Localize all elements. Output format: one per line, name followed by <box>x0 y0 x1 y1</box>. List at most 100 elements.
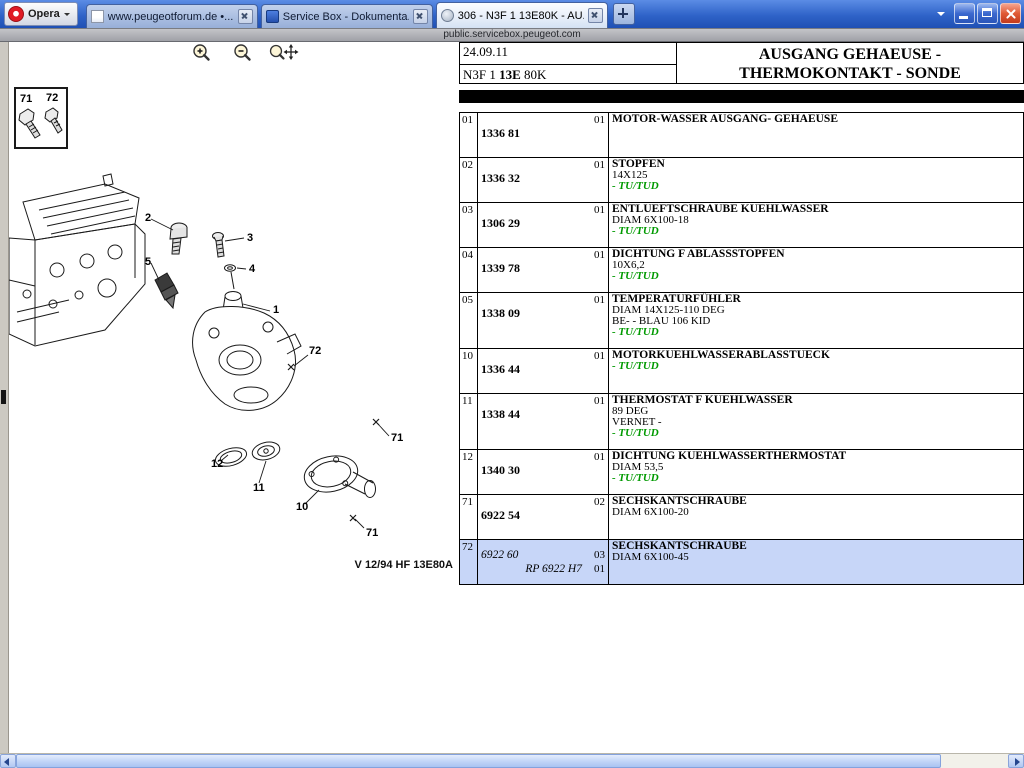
new-tab-button[interactable] <box>613 3 635 25</box>
left-gutter <box>0 42 9 753</box>
desc-line: - TU/TUD <box>612 226 1023 237</box>
opera-menu-button[interactable]: Opera <box>4 2 78 26</box>
desc-line: DIAM 53,5 <box>612 462 1023 473</box>
globe-icon <box>441 9 454 22</box>
part-number: 6922 54 <box>481 508 520 523</box>
part-row[interactable]: 716922 5402SECHSKANTSCHRAUBEDIAM 6X100-2… <box>460 495 1023 540</box>
main-content: 717223451721211107171 V 12/94 HF 13E80A … <box>0 42 1024 753</box>
part-number-cell: 1336 3201 <box>478 158 608 202</box>
opera-menu-label: Opera <box>28 8 60 20</box>
part-10-cover <box>301 451 376 497</box>
part-number-cell: 6922 6003RP 6922 H701 <box>478 540 608 584</box>
legend-bolt-71-icon <box>19 109 40 138</box>
restore-button[interactable] <box>977 3 998 24</box>
diagram-callout: 4 <box>249 263 256 275</box>
desc-line: DICHTUNG F ABLASSSTOPFEN <box>612 249 1023 260</box>
zoom-toolbar <box>187 43 299 63</box>
desc-line: - TU/TUD <box>612 271 1023 282</box>
part-ref: 71 <box>460 495 478 539</box>
part-ref: 02 <box>460 158 478 202</box>
desc-line: MOTORKUEHLWASSERABLASSTUECK <box>612 350 1023 361</box>
tab-strip: www.peugeotforum.de •... Service Box - Do… <box>86 2 611 28</box>
part-number: 1336 44 <box>481 362 520 377</box>
part-row[interactable]: 101336 4401MOTORKUEHLWASSERABLASSTUECK- … <box>460 349 1023 394</box>
part-qty: 03 <box>594 548 605 562</box>
parts-rows: 011336 8101MOTOR-WASSER AUSGANG- GEHAEUS… <box>459 112 1024 585</box>
part-qty: 01 <box>594 114 605 126</box>
part-row[interactable]: 041339 7801DICHTUNG F ABLASSSTOPFEN10X6,… <box>460 248 1023 293</box>
description-cell: TEMPERATURFÜHLERDIAM 14X125-110 DEGBE- -… <box>608 293 1023 348</box>
desc-line: THERMOSTAT F KUEHLWASSER <box>612 395 1023 406</box>
description-cell: MOTORKUEHLWASSERABLASSTUECK- TU/TUD <box>608 349 1023 393</box>
scrollbar-thumb[interactable] <box>16 754 941 768</box>
section-title: AUSGANG GEHAEUSE - THERMOKONTAKT - SONDE <box>677 43 1023 83</box>
desc-line: DIAM 6X100-20 <box>612 507 1023 518</box>
minimize-button[interactable] <box>954 3 975 24</box>
part-11-thermostat <box>250 439 281 462</box>
exploded-diagram[interactable]: 717223451721211107171 <box>9 42 459 753</box>
scroll-left-button[interactable] <box>0 754 16 768</box>
part-number-cell: 1336 4401 <box>478 349 608 393</box>
part-row[interactable]: 031306 2901ENTLUEFTSCHRAUBE KUEHLWASSERD… <box>460 203 1023 248</box>
zoom-in-button[interactable] <box>187 43 217 63</box>
part-row[interactable]: 121340 3001DICHTUNG KUEHLWASSERTHERMOSTA… <box>460 450 1023 495</box>
address-bar[interactable]: public.servicebox.peugeot.com <box>0 28 1024 42</box>
part-number-cell: 1306 2901 <box>478 203 608 247</box>
part-number: 1340 30 <box>481 463 520 478</box>
part-row[interactable]: 021336 3201STOPFEN14X125- TU/TUD <box>460 158 1023 203</box>
desc-line: MOTOR-WASSER AUSGANG- GEHAEUSE <box>612 114 1023 125</box>
browser-tab[interactable]: Service Box - Dokumenta... <box>261 4 433 28</box>
tab-label: Service Box - Dokumenta... <box>283 11 409 23</box>
part-ref: 04 <box>460 248 478 292</box>
engine-block-sketch <box>9 174 145 346</box>
diagram-callout: 72 <box>46 92 58 104</box>
desc-line: - TU/TUD <box>612 327 1023 338</box>
scroll-left-arrow-icon <box>4 758 9 766</box>
scroll-right-button[interactable] <box>1008 754 1024 768</box>
tab-close-icon[interactable] <box>588 8 603 23</box>
desc-line: DIAM 6X100-18 <box>612 215 1023 226</box>
tab-label: www.peugeotforum.de •... <box>108 11 234 23</box>
description-cell: ENTLUEFTSCHRAUBE KUEHLWASSERDIAM 6X100-1… <box>608 203 1023 247</box>
model-suffix: 80K <box>521 67 547 82</box>
horizontal-scrollbar[interactable] <box>0 753 1024 768</box>
parts-header: 24.09.11 N3F 1 13E 80K AUSGANG GEHAEUSE … <box>459 42 1024 84</box>
close-button[interactable] <box>1000 3 1021 24</box>
part-2-bolt <box>170 223 187 254</box>
catalog-date: 24.09.11 <box>460 43 676 65</box>
diagram-callout: 10 <box>296 501 308 513</box>
part-row[interactable]: 111338 4401THERMOSTAT F KUEHLWASSER89 DE… <box>460 394 1023 450</box>
desc-line: 14X125 <box>612 170 1023 181</box>
tab-close-icon[interactable] <box>413 9 428 24</box>
browser-tab[interactable]: www.peugeotforum.de •... <box>86 4 258 28</box>
chevron-down-icon <box>64 13 70 19</box>
zoom-out-button[interactable] <box>228 43 258 63</box>
servicebox-icon <box>266 10 279 23</box>
part-number-cell: 1338 4401 <box>478 394 608 449</box>
browser-titlebar: Opera www.peugeotforum.de •... Service Bo… <box>0 0 1024 28</box>
part-row[interactable]: 051338 0901TEMPERATURFÜHLERDIAM 14X125-1… <box>460 293 1023 349</box>
diagram-caption: V 12/94 HF 13E80A <box>284 559 453 571</box>
part-ref: 05 <box>460 293 478 348</box>
diagram-callout: 12 <box>211 458 223 470</box>
tab-close-icon[interactable] <box>238 9 253 24</box>
legend-bolt-72-icon <box>45 108 62 133</box>
parts-table-pane: 24.09.11 N3F 1 13E 80K AUSGANG GEHAEUSE … <box>459 42 1024 753</box>
diagram-callout: 72 <box>309 345 321 357</box>
browser-tab[interactable]: 306 - N3F 1 13E80K - AU... <box>436 2 608 28</box>
part-row[interactable]: 726922 6003RP 6922 H701SECHSKANTSCHRAUBE… <box>460 540 1023 585</box>
zoom-pan-icon <box>269 43 299 63</box>
part-row[interactable]: 011336 8101MOTOR-WASSER AUSGANG- GEHAEUS… <box>460 113 1023 158</box>
section-divider-bar <box>459 90 1024 103</box>
part-qty: 01 <box>594 294 605 306</box>
tab-list-caret-icon[interactable] <box>937 12 945 20</box>
diagram-callout: 5 <box>145 256 151 268</box>
part-qty: 01 <box>594 249 605 261</box>
diagram-callout: 11 <box>253 482 265 494</box>
part-number: 1306 29 <box>481 216 520 231</box>
part-number: 1339 78 <box>481 261 520 276</box>
part-ref: 72 <box>460 540 478 584</box>
part-number: 6922 60 <box>481 548 518 562</box>
description-cell: STOPFEN14X125- TU/TUD <box>608 158 1023 202</box>
zoom-pan-button[interactable] <box>269 43 299 63</box>
